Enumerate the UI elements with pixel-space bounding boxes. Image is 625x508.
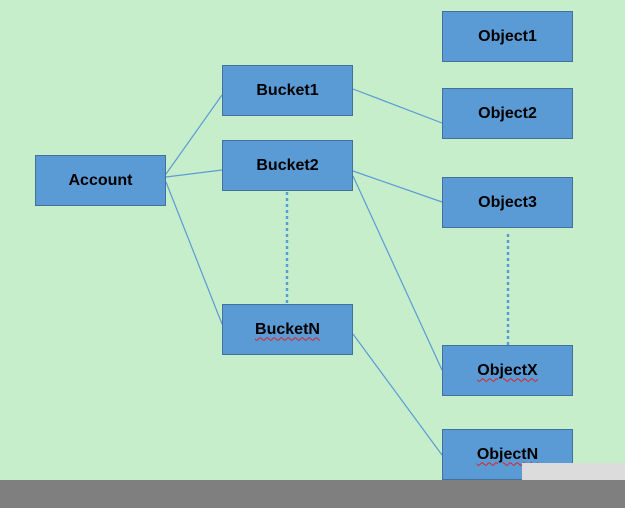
node-bucketN: BucketN [222,304,353,355]
node-object1-label: Object1 [478,27,537,45]
connector-layer [165,88,510,456]
bottom-bar [0,480,625,508]
edge-bucket2-objectX [352,175,443,371]
node-bucket2-label: Bucket2 [256,156,319,174]
bottom-right-cutout [522,463,625,480]
edge-account-bucket2 [165,169,223,178]
node-account-label: Account [68,171,133,189]
node-objectN-label: ObjectN [476,445,539,463]
node-bucket1-label: Bucket1 [256,81,319,99]
node-objectX: ObjectX [442,345,573,396]
edge-account-bucket1 [165,94,223,175]
node-bucketN-label: BucketN [255,320,320,338]
node-bucket1: Bucket1 [222,65,353,116]
node-object3-label: Object3 [478,193,537,211]
node-object1: Object1 [442,11,573,62]
node-objectX-label: ObjectX [477,361,538,379]
node-object3: Object3 [442,177,573,228]
diagram-canvas: Account Bucket1 Bucket2 BucketN Object1 … [0,0,625,480]
edge-bucket2-object3 [352,170,443,203]
edge-bucketN-objectN [352,333,443,456]
node-object2-label: Object2 [478,104,537,122]
node-object2: Object2 [442,88,573,139]
node-account: Account [35,155,166,206]
edge-bucket1-object2 [352,88,443,124]
edge-account-bucketN [165,181,223,325]
node-bucket2: Bucket2 [222,140,353,191]
